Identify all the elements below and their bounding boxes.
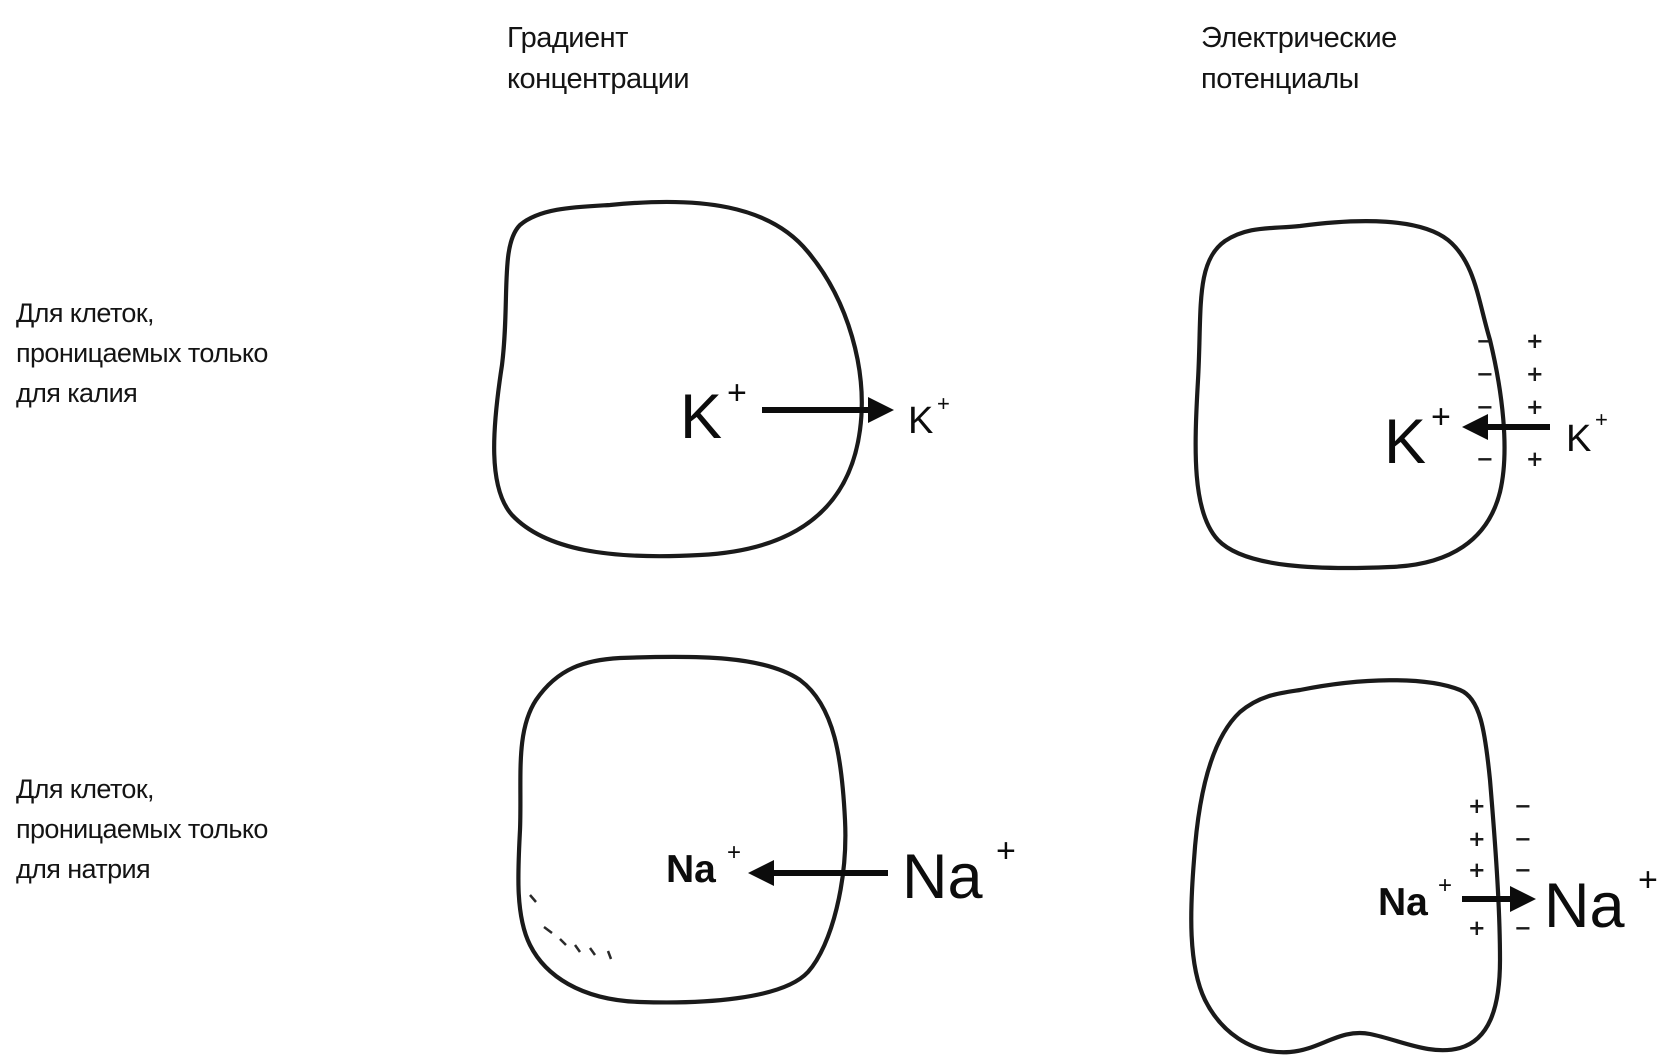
header-concentration-line2: концентрации (507, 63, 689, 95)
cell-sodium-gradient: Na + Na + (516, 654, 1016, 1005)
row-label-sodium: Для клеток, проницаемых только для натри… (16, 774, 268, 884)
column-header-electric-potentials: Электрические потенциалы (1201, 22, 1397, 95)
charge-plus: + (1526, 362, 1544, 386)
ion-k-outside-charge: + (1595, 407, 1608, 432)
ion-na-outside: Na (1544, 871, 1625, 941)
header-potentials-line2: потенциалы (1201, 63, 1359, 95)
ion-na-outside: Na (902, 842, 983, 912)
ion-k-inside-charge: + (1431, 398, 1451, 436)
arrowhead-icon (748, 860, 774, 886)
arrowhead-icon (868, 397, 894, 423)
cell-potassium-gradient: K + K + (492, 199, 950, 559)
ion-k-inside: K (1384, 407, 1426, 477)
charge-minus: − (1514, 858, 1532, 882)
row-sodium-line3: для натрия (16, 854, 150, 884)
charge-minus: − (1476, 362, 1494, 386)
ion-na-inside-charge: + (727, 839, 741, 866)
row-sodium-line1: Для клеток, (16, 774, 154, 804)
ion-na-inside-charge: + (1438, 872, 1452, 899)
charge-minus: − (1476, 447, 1494, 471)
membrane-charges-outer: + + + + (1526, 329, 1544, 471)
ion-k-inside-charge: + (727, 374, 747, 412)
cell-membrane (516, 654, 848, 1005)
cell-membrane (1193, 219, 1507, 571)
ion-na-inside: Na (666, 848, 716, 891)
ion-na-inside: Na (1378, 881, 1428, 924)
header-concentration-line1: Градиент (507, 22, 628, 54)
charge-minus: − (1514, 794, 1532, 818)
header-potentials-line1: Электрические (1201, 22, 1397, 54)
charge-minus: − (1514, 827, 1532, 851)
membrane-charges-inner: + + + + (1468, 794, 1486, 940)
membrane-stipple (529, 894, 613, 960)
ion-k-inside: K (680, 382, 722, 452)
charge-minus: − (1476, 329, 1494, 353)
row-potassium-line3: для калия (16, 378, 137, 408)
membrane-charges-outer: − − − − (1514, 794, 1532, 940)
ion-na-outside-charge: + (1638, 861, 1658, 899)
cell-sodium-potential: + + + + − − − − Na + Na + (1189, 678, 1658, 1055)
row-potassium-line2: проницаемых только (16, 338, 268, 368)
charge-plus: + (1526, 395, 1544, 419)
cell-potassium-potential: − − − − + + + + K + K + (1193, 219, 1608, 571)
charge-plus: + (1468, 827, 1486, 851)
column-header-concentration-gradient: Градиент концентрации (507, 22, 690, 95)
row-potassium-line1: Для клеток, (16, 298, 154, 328)
row-sodium-line2: проницаемых только (16, 814, 268, 844)
charge-minus: − (1514, 916, 1532, 940)
ion-k-outside-charge: + (937, 391, 950, 416)
charge-plus: + (1468, 916, 1486, 940)
ion-na-outside-charge: + (996, 832, 1016, 870)
charge-plus: + (1468, 794, 1486, 818)
charge-minus: − (1476, 395, 1494, 419)
charge-plus: + (1526, 447, 1544, 471)
charge-plus: + (1526, 329, 1544, 353)
arrowhead-icon (1462, 414, 1488, 440)
charge-plus: + (1468, 858, 1486, 882)
membrane-charges-inner: − − − − (1476, 329, 1494, 471)
cell-membrane (1189, 678, 1503, 1055)
ion-k-outside: K (908, 400, 933, 442)
ion-k-outside: K (1566, 418, 1591, 460)
row-label-potassium: Для клеток, проницаемых только для калия (16, 298, 268, 408)
arrowhead-icon (1510, 886, 1536, 912)
cell-membrane (492, 199, 864, 559)
